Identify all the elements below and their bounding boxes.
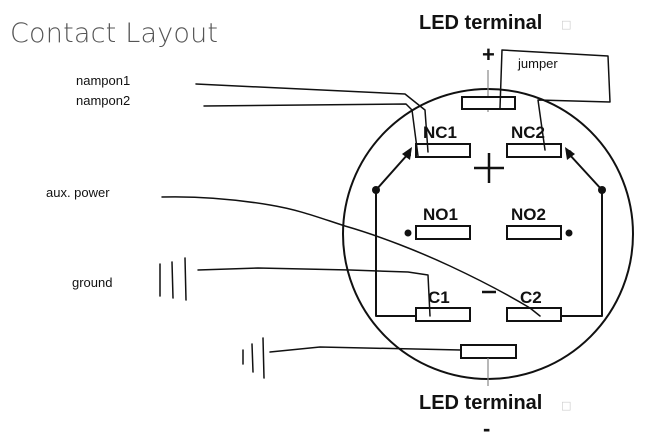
c2-contact-pad [506, 307, 562, 322]
led-terminal-bottom: LED terminal □ - [419, 392, 571, 439]
nampon2-label: nampon2 [76, 93, 130, 108]
nampon2-wire [203, 103, 419, 157]
switch-arm-left [375, 153, 409, 191]
switch-arm-right [568, 153, 603, 191]
ground-label: ground [72, 275, 112, 290]
nc2-contact-pad [506, 143, 562, 158]
no2-dot [565, 229, 573, 237]
center-plus-sign [474, 153, 504, 183]
ground-symbol [159, 257, 187, 301]
led-terminal-top-label: LED terminal [419, 12, 542, 34]
led-terminal-bottom-label: LED terminal [419, 392, 542, 414]
aux-power-label: aux. power [46, 185, 110, 200]
led-terminal-bottom-polarity: - [483, 416, 490, 439]
led-ground-symbol [242, 337, 265, 379]
jumper-wire [499, 49, 611, 151]
led-terminal-top-marker: □ [561, 18, 571, 31]
led-bottom-pad [460, 344, 517, 359]
switch-frame-right [560, 189, 603, 317]
no2-label: NO2 [511, 205, 546, 224]
no1-contact-pad [415, 225, 471, 240]
led-terminal-bottom-marker: □ [561, 399, 571, 412]
no1-label: NO1 [423, 205, 458, 224]
switch-body-circle [342, 88, 634, 380]
c1-contact-pad [415, 307, 471, 322]
jumper-label: jumper [517, 56, 558, 71]
led-ground-wire [269, 346, 462, 353]
c1-label: C1 [428, 288, 450, 307]
nampon1-wire [195, 83, 429, 153]
led-top-pad [461, 96, 516, 110]
no2-contact-pad [506, 225, 562, 240]
no1-dot [404, 229, 412, 237]
nc2-label: NC2 [511, 123, 545, 142]
switch-frame-left [375, 189, 417, 317]
diagram-title: Contact Layout [10, 18, 218, 49]
led-terminal-top: LED terminal □ + [419, 12, 571, 67]
led-terminal-top-polarity: + [482, 42, 495, 67]
nc1-contact-pad [415, 143, 471, 158]
ground-wire [197, 267, 431, 317]
switch-arm-left-arrow [402, 147, 412, 160]
nc1-label: NC1 [423, 123, 457, 142]
c2-label: C2 [520, 288, 542, 307]
switch-arm-right-arrow [565, 147, 575, 160]
aux-power-wire [161, 196, 541, 317]
nampon1-label: nampon1 [76, 73, 130, 88]
